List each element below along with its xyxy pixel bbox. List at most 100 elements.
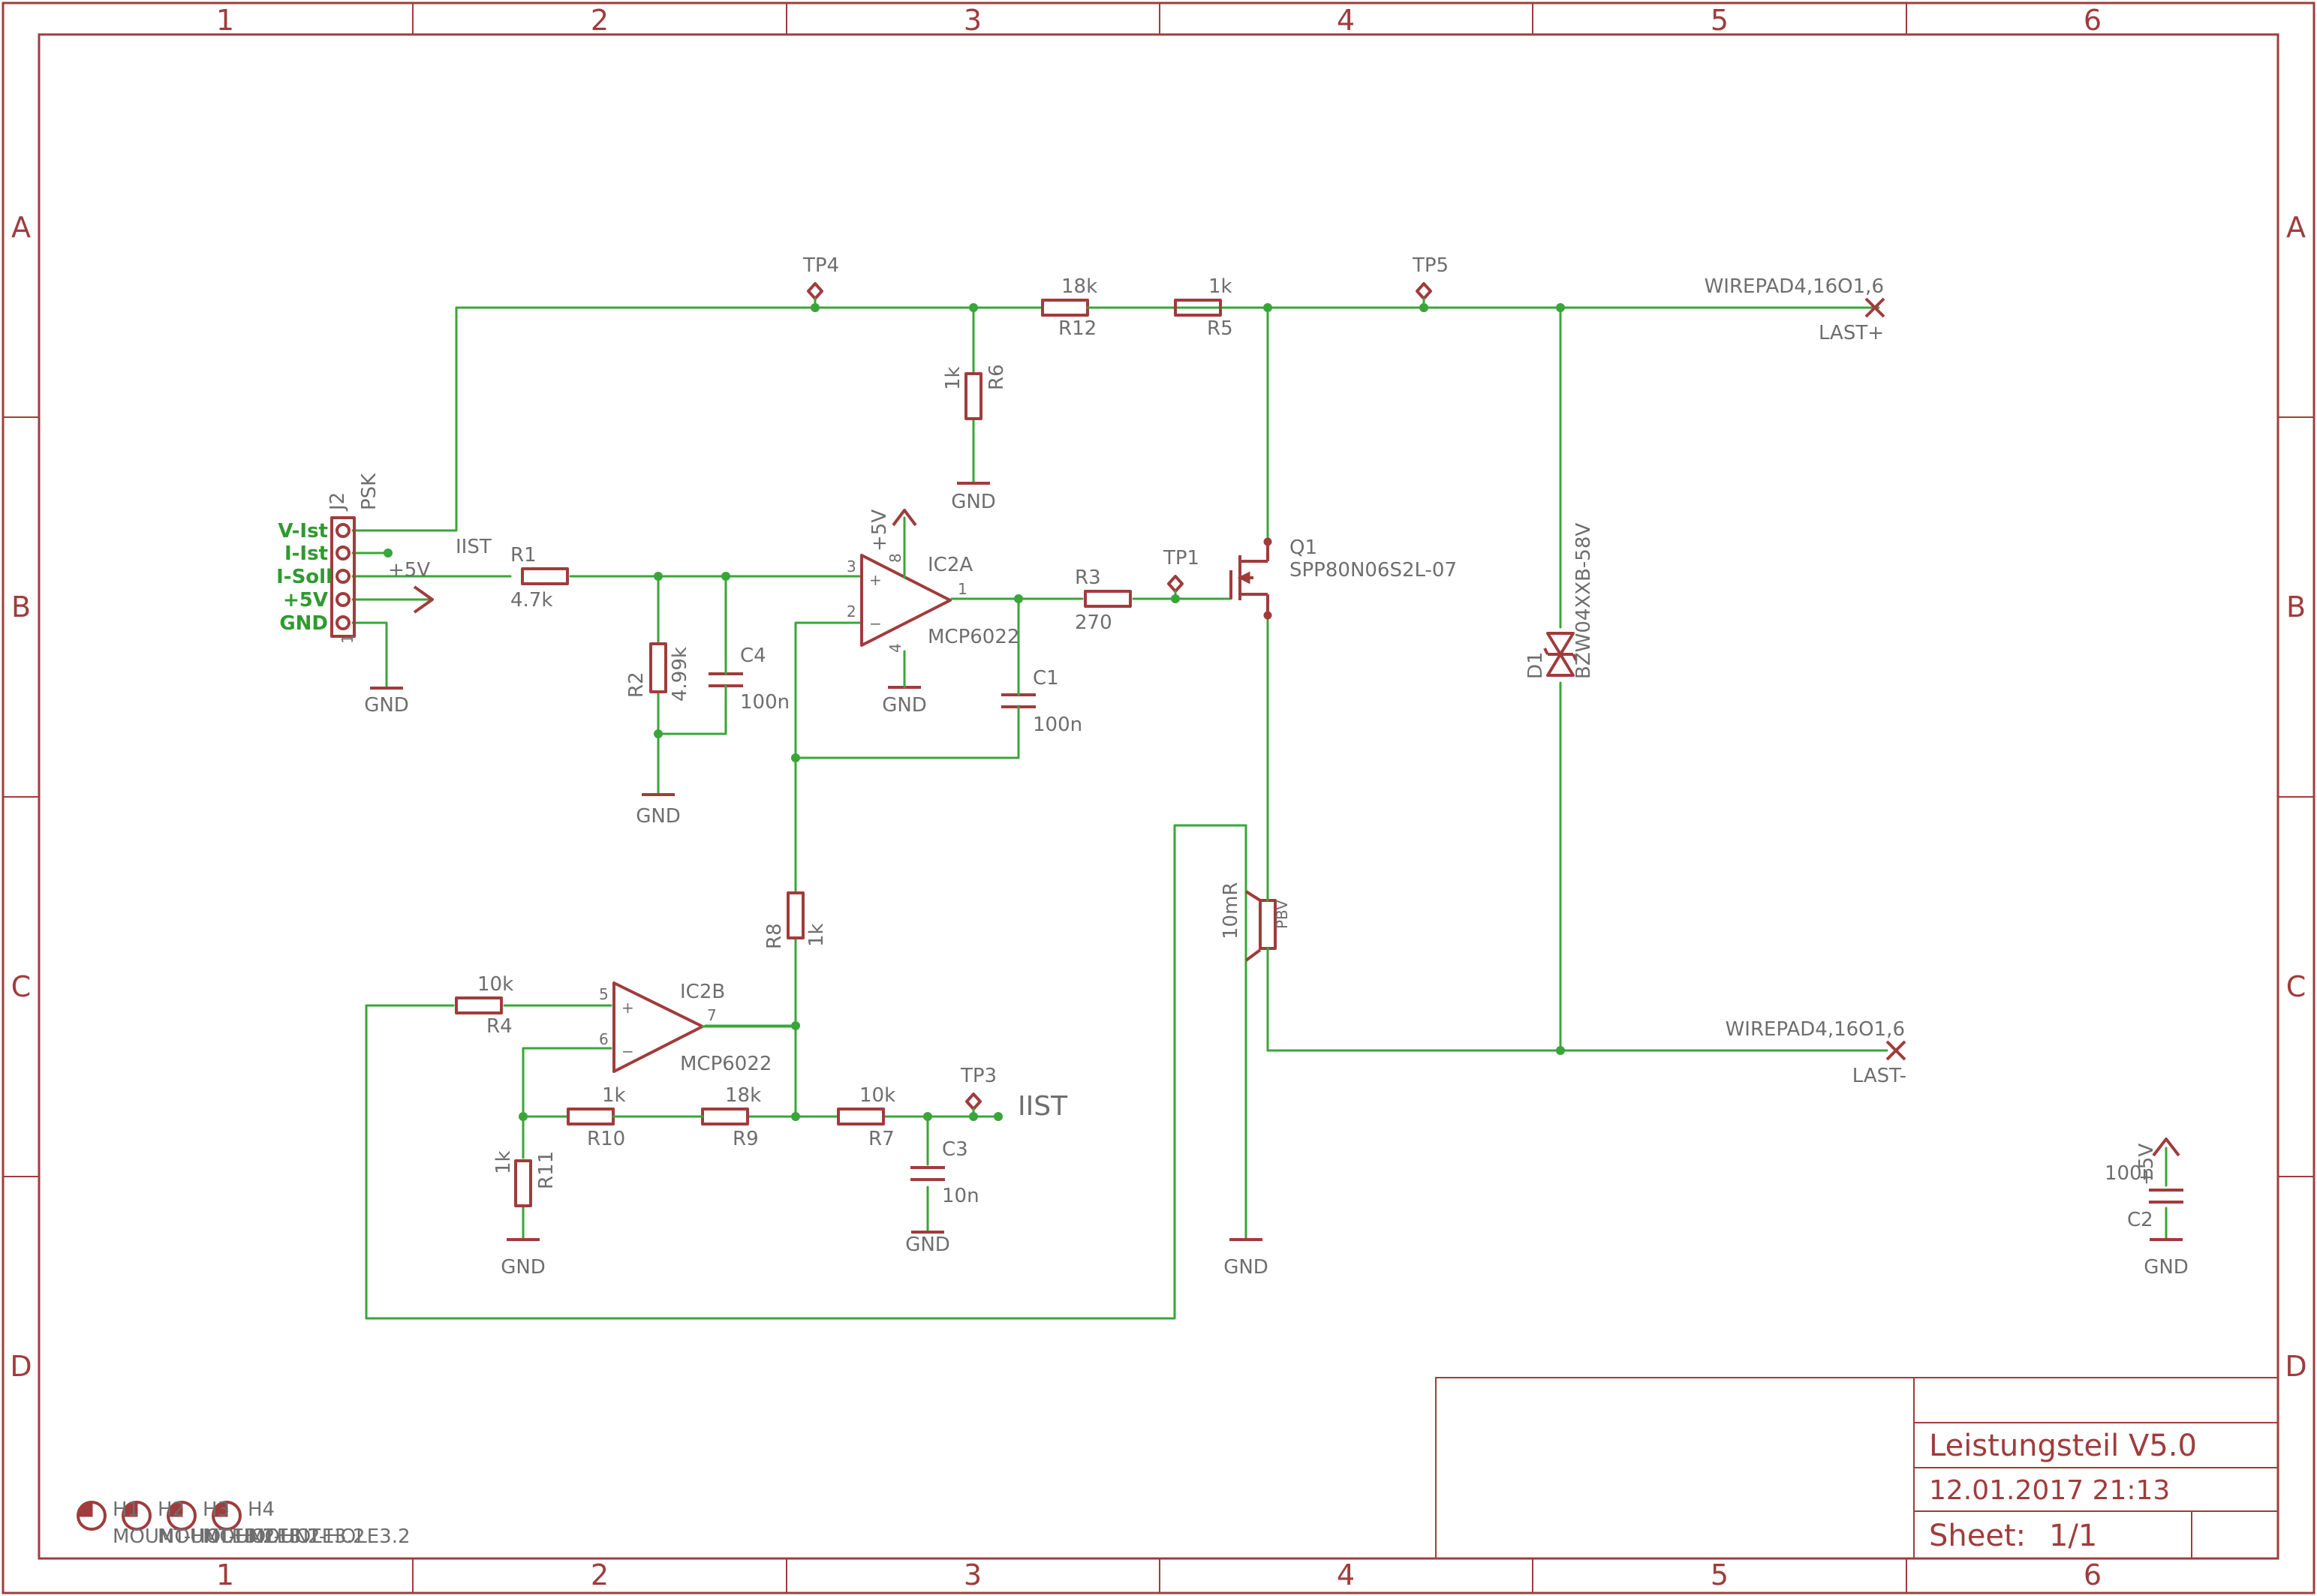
c1-ref: C1 [1033,667,1059,690]
hole-value: MOUNT-HOLE3.2 [248,1525,411,1548]
r8-value: 1k [805,923,828,947]
title-block-title: Leistungsteil V5.0 [1929,1429,2197,1463]
shunt-pbv: PBV 10mR [1220,882,1291,962]
r3-ref: R3 [1075,567,1101,589]
ic2a-pin: 2 [847,603,856,621]
net-label-iist-big: IIST [1018,1091,1068,1122]
c2-ref: C2 [2127,1209,2153,1231]
ic2b-value: MCP6022 [680,1053,772,1075]
pad-minus-net: LAST- [1852,1065,1906,1087]
r6-ref: R6 [985,364,1008,390]
tp1-ref: TP1 [1163,547,1199,570]
gnd-label: GND [905,1234,950,1256]
tvs-diode-d1: D1 BZW04XXB-58V [1524,523,1595,679]
resistor-r8 [787,891,805,939]
r11-ref: R11 [535,1151,558,1189]
r12-value: 18k [1061,275,1097,298]
r1-ref: R1 [510,544,537,567]
c1-value: 100n [1033,714,1082,736]
r7-value: 10k [859,1084,895,1107]
r8-ref: R8 [763,923,786,949]
j2-pin-label: GND [279,612,328,635]
r3-value: 270 [1075,612,1112,634]
r10-value: 1k [602,1084,626,1107]
title-block: Leistungsteil V5.0 12.01.2017 21:13 Shee… [1435,1377,2279,1559]
resistor-r9 [701,1108,749,1126]
r1-value: 4.7k [510,589,552,612]
tp5-ref: TP5 [1412,254,1449,277]
resistors: R1 4.7k R2 4.99k R3 270 10k R4 1k R5 18k… [455,275,1233,1207]
ic2a-pin: 4 [886,643,904,653]
ic2a-pin: 3 [847,558,856,576]
pad-plus-net: LAST+ [1819,322,1884,344]
q1-value: SPP80N06S2L-07 [1289,559,1457,582]
ic2b-pin: 6 [599,1030,609,1048]
opamp-ic2b: + − 5 6 7 IC2B MCP6022 [599,981,797,1075]
tp4-ref: TP4 [802,254,839,277]
ic2a-pin: 1 [958,580,967,598]
r2-ref: R2 [625,672,648,698]
gnd-label: GND [2144,1256,2189,1279]
grid-col-label: 1 [216,4,234,37]
shunt-ref: PBV [1273,900,1291,929]
resistor-r6 [964,372,982,420]
c3-value: 10n [942,1185,979,1207]
resistor-r5 [1174,299,1222,317]
hole-ref: H1 [113,1498,140,1521]
resistor-r4 [455,996,503,1014]
j2-pin-label: I-Soll [276,566,333,588]
gnd-label: GND [636,805,681,828]
grid-col-label: 6 [2084,4,2102,37]
connector-j2: J2 PSK V-Ist I-Ist I-Soll +5V GND 1 +5V … [276,473,492,644]
ic2a-supply-label: +5V [868,509,891,552]
grid-col-label: 1 [216,1558,234,1591]
grid-row-label: B [11,591,31,624]
hole-value: MOUNT-HOLE3.2 [113,1525,275,1548]
title-block-sheet-label: Sheet: [1929,1519,2026,1553]
r12-ref: R12 [1058,317,1097,340]
pad-plus-value: WIREPAD4,16O1,6 [1705,275,1884,298]
d1-value: BZW04XXB-58V [1572,523,1595,679]
grid-row-label: D [10,1350,32,1383]
grid-col-label: 6 [2084,1558,2102,1591]
ic2a-minus-sign: − [869,615,882,633]
hole-ref: H2 [158,1498,185,1521]
grid-col-label: 3 [964,1558,982,1591]
j2-pin1-marker: 1 [339,634,357,644]
grid-col-label: 2 [591,4,609,37]
r6-value: 1k [942,366,964,390]
grid-col-label: 3 [964,4,982,37]
pad-minus-value: WIREPAD4,16O1,6 [1726,1018,1905,1041]
resistor-r11 [514,1159,532,1207]
r10-ref: R10 [587,1128,625,1150]
d1-ref: D1 [1524,651,1547,679]
ic2b-plus-sign: + [621,999,634,1017]
r9-ref: R9 [733,1128,759,1150]
net-label-iist: IIST [456,536,492,558]
grid-col-label: 4 [1337,1558,1355,1591]
r4-ref: R4 [486,1015,513,1038]
hole-ref: H4 [248,1498,275,1521]
hole-value: MOUNT-HOLE3.2 [203,1525,366,1548]
ic2b-pin: 7 [707,1006,717,1024]
j2-value: PSK [358,473,381,510]
j2-pin-label: V-Ist [278,520,328,543]
j2-pin-label: +5V [283,589,328,612]
hole-ref: H3 [203,1498,230,1521]
grid-col-label: 2 [591,1558,609,1591]
r7-ref: R7 [868,1128,895,1150]
grid-col-label: 5 [1711,1558,1729,1591]
gnd-label: GND [364,694,409,717]
tp3-ref: TP3 [960,1065,997,1087]
c2-value: 100n [2105,1162,2154,1185]
r5-ref: R5 [1207,317,1233,340]
resistor-r12 [1041,299,1089,317]
resistor-r1 [521,567,569,585]
ic2a-plus-sign: + [869,571,882,589]
grid-col-label: 4 [1337,4,1355,37]
r2-value: 4.99k [669,647,691,702]
resistor-r3 [1084,590,1132,608]
net-label-vcc: +5V [388,559,430,582]
